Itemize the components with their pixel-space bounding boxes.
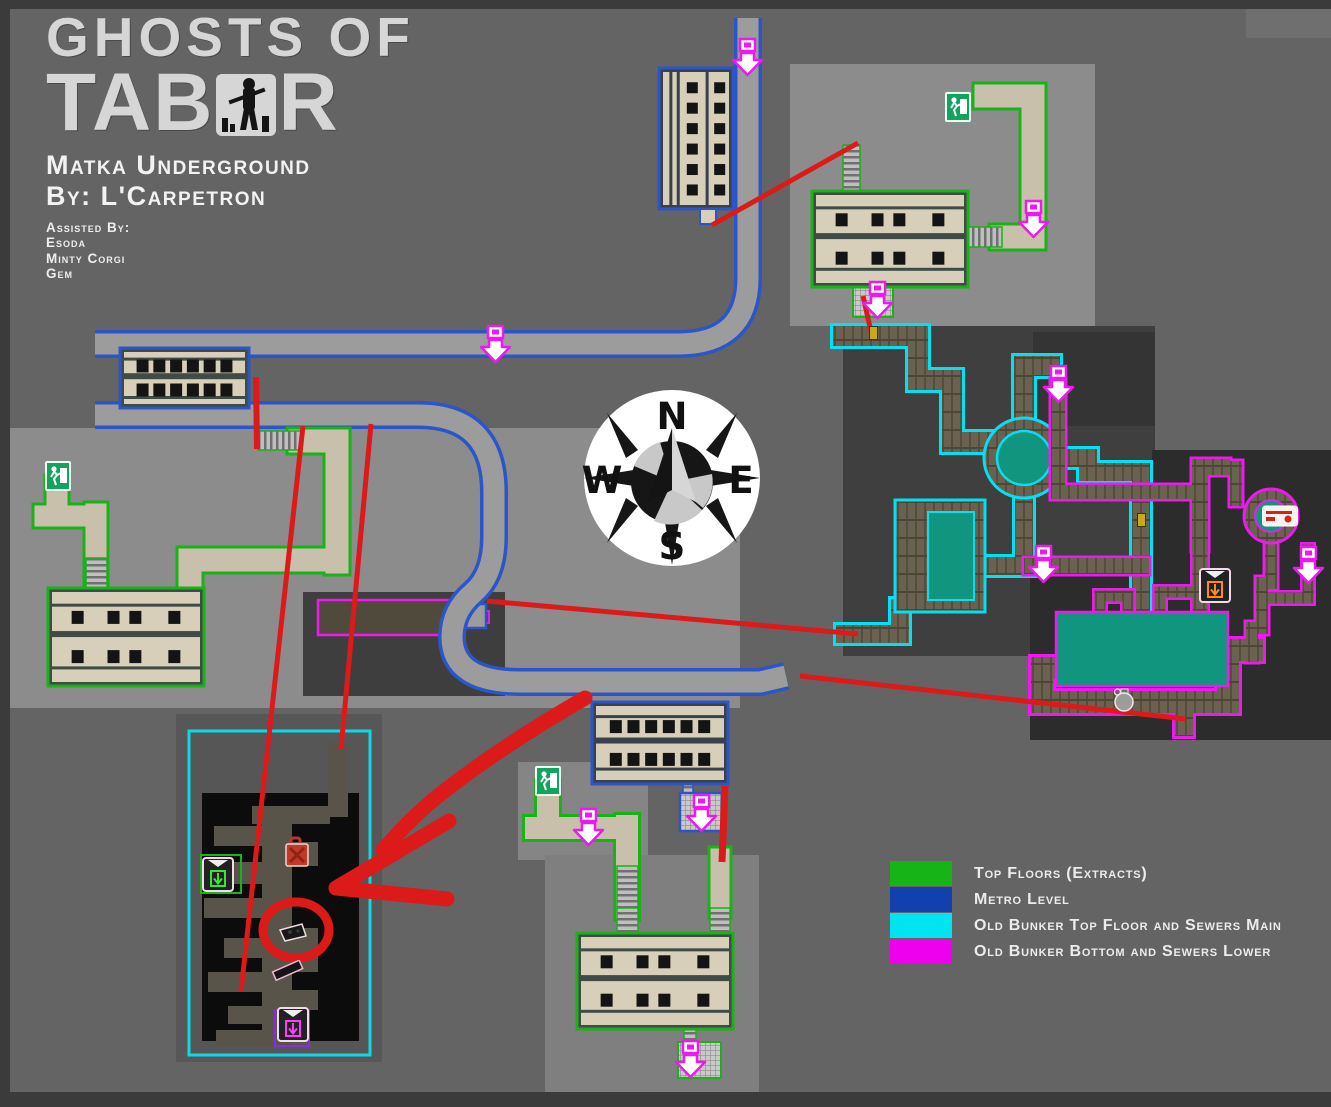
northeast-building [810,189,970,289]
compass-needle-dark [648,428,672,502]
south-building [575,931,735,1031]
legend-swatch-magenta [890,939,952,964]
metro-network [95,18,790,696]
assist-label: Assisted By: [46,220,131,236]
highlight-arrow-shaft [375,690,593,858]
legend-label: Metro Level [974,890,1070,908]
soldier-silhouette-icon [216,73,277,136]
legend-row-bunker-top: Old Bunker Top Floor and Sewers Main [890,913,1282,938]
game-logo-line1: GHOSTS OF [46,6,415,68]
legend-swatch-blue [890,887,952,912]
north-metro-station [657,66,735,211]
assistant-name: Minty Corgi [46,250,126,266]
cistern-pool [995,429,1053,487]
highlight-arrow-head [328,813,457,907]
red-connection-line [799,673,1187,722]
assistant-name: Esoda [46,235,87,251]
header-block: GHOSTS OF TAB R Matka Underground By: L'… [46,10,415,282]
red-connection-line [486,598,859,637]
lower-bunker-room [316,598,461,637]
water-pool [927,511,975,601]
red-connection-line [718,785,729,863]
game-logo-tab: TAB [46,57,215,148]
legend-swatch-cyan [890,913,952,938]
legend-label: Top Floors (Extracts) [974,864,1148,882]
legend-label: Old Bunker Bottom and Sewers Lower [974,942,1272,960]
room-outline-icon [200,854,242,894]
highlight-circle [258,897,334,963]
sewers-main-network [830,323,1153,662]
legend-swatch-green [890,861,952,886]
assistant-name: Gem [46,266,74,282]
north-station-stub [699,208,717,225]
red-annotation-arrow [258,690,593,963]
red-connection-line [238,425,306,992]
map-author: By: L'Carpetron [46,181,267,212]
compass-label-east: E [728,459,753,502]
legend-row-metro: Metro Level [890,887,1282,912]
legend-row-bunker-bottom: Old Bunker Bottom and Sewers Lower [890,939,1282,964]
legend: Top Floors (Extracts) Metro Level Old Bu… [890,861,1282,965]
station-buildings [46,66,970,1031]
compass-label-north: N [657,395,688,438]
south-metro-station [590,700,730,786]
compass-needle-light [672,428,696,502]
legend-row-top-floors: Top Floors (Extracts) [890,861,1282,886]
game-logo-line2: TAB R [46,57,415,148]
stairs [85,144,1003,1044]
red-connection-line [710,140,860,228]
red-connection-line [253,376,260,450]
map-title: Matka Underground [46,150,311,181]
legend-label: Old Bunker Top Floor and Sewers Main [974,916,1282,934]
game-logo-r: R [278,57,340,148]
compass-label-west: W [582,459,623,502]
lower-water-pool [1054,610,1230,688]
compass-label-south: S [659,525,686,568]
red-connection-line [338,423,374,750]
compass-rose: N E S W [582,390,760,568]
northwest-metro-station [118,346,251,410]
west-building [46,586,206,688]
